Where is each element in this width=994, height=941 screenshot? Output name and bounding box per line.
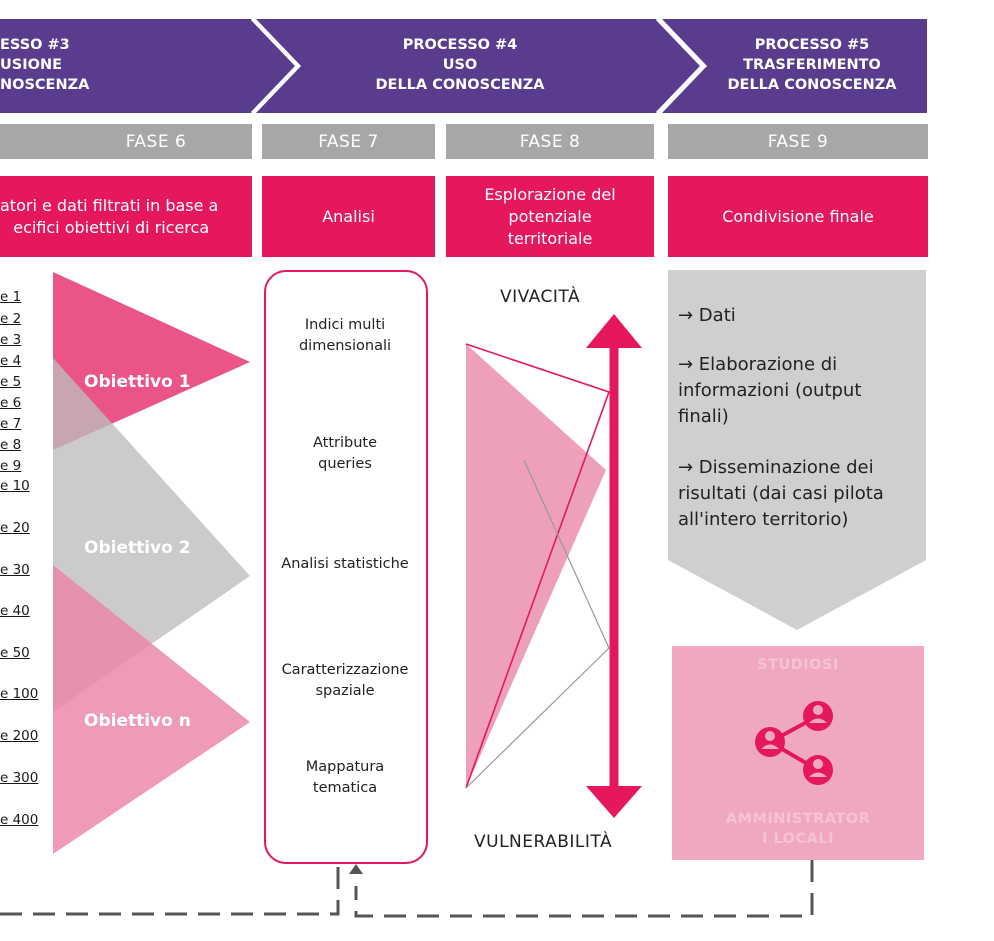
process-header-band [0, 17, 927, 115]
feedback-line-left [0, 860, 340, 916]
phase-8-bar: FASE 8 [446, 124, 654, 159]
methods-box [264, 270, 428, 864]
up-arrow-icon [349, 864, 363, 874]
phase-9-label: FASE 9 [767, 131, 829, 152]
indicator-link[interactable]: e 300 [0, 770, 39, 786]
indicator-link[interactable]: e 9 [0, 458, 22, 474]
phase-6-label: FASE 6 [125, 131, 187, 152]
objective-n-triangle [53, 565, 250, 854]
axis-bottom-label: VULNERABILITÀ [474, 832, 613, 852]
indicator-link[interactable]: e 4 [0, 353, 22, 369]
output-item-data: → Dati [678, 305, 736, 326]
indicator-link[interactable]: e 7 [0, 416, 22, 432]
outputs-arrow-shape [668, 270, 926, 630]
phase-7-bar: FASE 7 [262, 124, 435, 159]
potential-line-gray [465, 459, 610, 789]
objective-1-triangle [53, 272, 250, 450]
activity-9-text: Condivisione finale [722, 206, 874, 226]
process-5-chevron [662, 19, 927, 113]
objectives-triangles [53, 272, 250, 854]
axis-top-label: VIVACITÀ [500, 287, 581, 307]
activity-9-box: Condivisione finale [668, 176, 928, 257]
share-network-icon [755, 701, 833, 785]
objective-2-label: Obiettivo 2 [84, 538, 191, 558]
process-3-chevron [0, 19, 297, 113]
activity-7-box: Analisi [262, 176, 435, 257]
potential-line-red [465, 343, 611, 789]
indicator-link[interactable]: e 20 [0, 520, 30, 536]
indicator-link[interactable]: e 30 [0, 562, 30, 578]
objective-n-label: Obiettivo n [84, 711, 191, 731]
indicator-link[interactable]: e 6 [0, 395, 22, 411]
phase-9-bar: FASE 9 [668, 124, 928, 159]
indicator-link[interactable]: e 2 [0, 311, 22, 327]
potential-triangle [466, 344, 606, 788]
indicator-link[interactable]: e 200 [0, 728, 39, 744]
feedback-line-right [354, 860, 814, 918]
objective-1-label: Obiettivo 1 [84, 372, 191, 392]
indicator-link[interactable]: e 3 [0, 332, 22, 348]
indicator-link[interactable]: e 100 [0, 686, 39, 702]
method-statistical-analysis: Analisi statistiche [281, 556, 409, 572]
process-4-chevron [256, 19, 702, 113]
indicator-link[interactable]: e 1 [0, 289, 22, 305]
phase-8-label: FASE 8 [519, 131, 581, 152]
indicator-link[interactable]: e 5 [0, 374, 22, 390]
activity-7-text: Analisi [322, 206, 375, 226]
audience-scholars-label: STUDIOSI [757, 657, 839, 673]
audience-box [672, 646, 924, 860]
vitality-vulnerability-graphic [465, 314, 642, 818]
indicator-link[interactable]: e 10 [0, 478, 30, 494]
indicator-link[interactable]: e 8 [0, 437, 22, 453]
phase-6-bar: FASE 6 [0, 124, 252, 159]
indicator-link[interactable]: e 50 [0, 645, 30, 661]
indicator-link[interactable]: e 400 [0, 812, 39, 828]
phase-7-label: FASE 7 [318, 131, 379, 152]
indicator-link[interactable]: e 40 [0, 603, 30, 619]
feedback-dashed-lines [0, 860, 814, 918]
bidirectional-arrow [586, 314, 642, 818]
